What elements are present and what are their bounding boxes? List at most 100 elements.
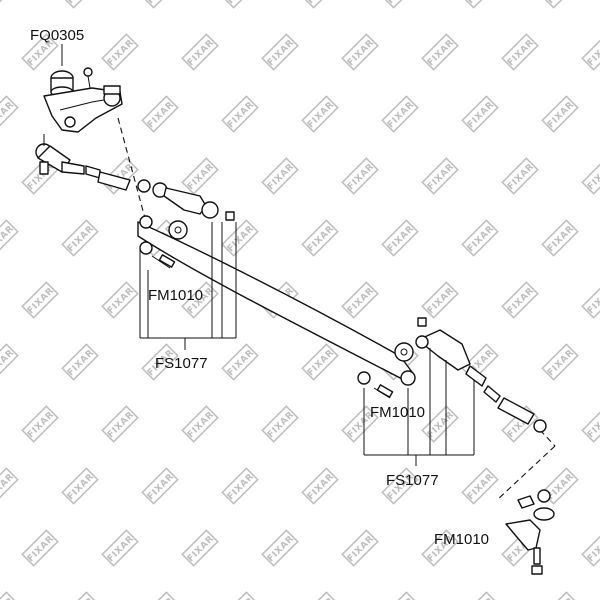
svg-text:FIXAR: FIXAR xyxy=(226,472,256,502)
svg-text:FIXAR: FIXAR xyxy=(146,100,176,130)
fixar-watermark: FIXAR xyxy=(421,405,459,443)
fixar-watermark: FIXAR xyxy=(421,157,459,195)
svg-text:FIXAR: FIXAR xyxy=(386,100,416,130)
svg-text:FIXAR: FIXAR xyxy=(546,348,576,378)
fixar-watermark: FIXAR xyxy=(21,281,59,319)
fixar-watermark: FIXAR xyxy=(341,529,379,567)
svg-text:FIXAR: FIXAR xyxy=(546,100,576,130)
fixar-watermark: FIXAR xyxy=(261,33,299,71)
fixar-watermark: FIXAR xyxy=(61,0,99,9)
svg-text:FIXAR: FIXAR xyxy=(26,286,56,316)
fixar-watermark: FIXAR xyxy=(0,95,19,133)
fixar-watermark: FIXAR xyxy=(181,529,219,567)
fixar-watermark: FIXAR xyxy=(101,405,139,443)
svg-text:FIXAR: FIXAR xyxy=(266,162,296,192)
svg-text:FIXAR: FIXAR xyxy=(0,0,16,6)
left-tie-rod-assembly xyxy=(35,134,235,221)
fixar-watermark: FIXAR xyxy=(101,529,139,567)
fixar-watermark: FIXAR xyxy=(141,95,179,133)
svg-text:FIXAR: FIXAR xyxy=(426,38,456,68)
svg-text:FIXAR: FIXAR xyxy=(546,224,576,254)
svg-text:FIXAR: FIXAR xyxy=(346,286,376,316)
fixar-watermark: FIXAR xyxy=(301,591,339,600)
fixar-watermark: FIXAR xyxy=(261,529,299,567)
svg-text:FIXAR: FIXAR xyxy=(506,38,536,68)
svg-text:FIXAR: FIXAR xyxy=(226,224,256,254)
fixar-watermark: FIXAR xyxy=(221,343,259,381)
label-fm1010-right: FM1010 xyxy=(370,404,425,421)
fixar-watermark: FIXAR xyxy=(381,591,419,600)
right-fasteners xyxy=(357,371,394,399)
fixar-watermark: FIXAR xyxy=(541,0,579,9)
fixar-watermark: FIXAR xyxy=(61,219,99,257)
fixar-watermark: FIXAR xyxy=(341,281,379,319)
fixar-watermark: FIXAR xyxy=(61,591,99,600)
svg-text:FIXAR: FIXAR xyxy=(186,534,216,564)
fixar-watermark: FIXAR xyxy=(301,95,339,133)
fixar-watermark: FIXAR xyxy=(221,467,259,505)
fixar-watermark: FIXAR xyxy=(0,0,19,9)
assembly-guide-lines xyxy=(117,117,556,501)
svg-text:FIXAR: FIXAR xyxy=(186,162,216,192)
fixar-watermark: FIXAR xyxy=(461,95,499,133)
svg-text:FIXAR: FIXAR xyxy=(426,286,456,316)
fixar-watermark: FIXAR xyxy=(181,157,219,195)
svg-text:FIXAR: FIXAR xyxy=(386,224,416,254)
fixar-watermark: FIXAR xyxy=(381,95,419,133)
svg-text:FIXAR: FIXAR xyxy=(186,38,216,68)
fixar-watermark: FIXAR xyxy=(181,405,219,443)
fixar-watermark: FIXAR xyxy=(581,405,600,443)
fixar-watermark: FIXAR xyxy=(421,281,459,319)
fixar-watermark: FIXAR xyxy=(421,33,459,71)
fixar-watermark: FIXAR xyxy=(501,157,539,195)
fixar-watermark: FIXAR xyxy=(0,467,19,505)
fixar-watermark: FIXAR xyxy=(101,281,139,319)
fixar-watermark: FIXAR xyxy=(0,343,19,381)
fixar-watermark: FIXAR xyxy=(221,0,259,9)
svg-text:FIXAR: FIXAR xyxy=(346,38,376,68)
fixar-watermark: FIXAR xyxy=(541,343,579,381)
fixar-watermark: FIXAR xyxy=(61,467,99,505)
right-tie-rod-assembly xyxy=(415,317,547,433)
fixar-watermark: FIXAR xyxy=(381,0,419,9)
fixar-watermark: FIXAR xyxy=(221,95,259,133)
svg-text:FIXAR: FIXAR xyxy=(346,162,376,192)
svg-text:FIXAR: FIXAR xyxy=(266,38,296,68)
label-fs1077-right: FS1077 xyxy=(386,472,439,489)
fixar-watermark: FIXAR xyxy=(0,219,19,257)
svg-text:FIXAR: FIXAR xyxy=(66,348,96,378)
svg-text:FIXAR: FIXAR xyxy=(306,348,336,378)
svg-text:FIXAR: FIXAR xyxy=(346,534,376,564)
fixar-watermark: FIXAR xyxy=(261,405,299,443)
fixar-watermark: FIXAR xyxy=(341,157,379,195)
svg-text:FIXAR: FIXAR xyxy=(106,534,136,564)
fixar-watermark: FIXAR xyxy=(461,591,499,600)
fixar-watermark: FIXAR xyxy=(301,0,339,9)
fixar-watermark: FIXAR xyxy=(221,219,259,257)
idler-arm-assembly xyxy=(43,67,123,133)
fixar-watermark: FIXAR xyxy=(141,0,179,9)
fixar-watermark: FIXAR xyxy=(141,591,179,600)
fixar-watermark: FIXAR xyxy=(461,0,499,9)
fixar-watermark: FIXAR xyxy=(301,219,339,257)
svg-text:FIXAR: FIXAR xyxy=(506,162,536,192)
fixar-watermark: FIXAR xyxy=(21,405,59,443)
fixar-watermark: FIXAR xyxy=(181,33,219,71)
svg-text:FIXAR: FIXAR xyxy=(0,596,16,600)
leader-lines xyxy=(61,44,475,466)
svg-text:FIXAR: FIXAR xyxy=(266,534,296,564)
svg-text:FIXAR: FIXAR xyxy=(226,100,256,130)
svg-text:FIXAR: FIXAR xyxy=(306,224,336,254)
label-fm1010-bottom: FM1010 xyxy=(434,531,489,548)
fixar-watermark: FIXAR xyxy=(581,281,600,319)
left-fasteners xyxy=(139,241,176,269)
svg-text:FIXAR: FIXAR xyxy=(106,38,136,68)
part-labels: FQ0305 FM1010 FS1077 FM1010 FS1077 FM101… xyxy=(30,27,489,548)
svg-text:FIXAR: FIXAR xyxy=(66,472,96,502)
fixar-watermark: FIXAR xyxy=(21,529,59,567)
fixar-watermark: FIXAR xyxy=(141,467,179,505)
fixar-watermark: FIXAR xyxy=(0,591,19,600)
svg-text:FIXAR: FIXAR xyxy=(466,472,496,502)
fixar-watermark: FIXAR xyxy=(381,219,419,257)
svg-text:FIXAR: FIXAR xyxy=(466,224,496,254)
